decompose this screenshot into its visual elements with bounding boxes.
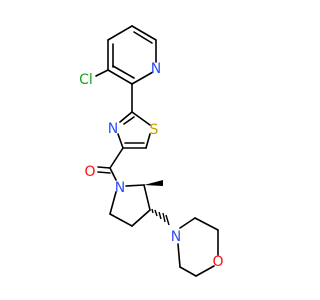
thiazole-ring — [109, 111, 151, 169]
bond — [131, 25, 157, 41]
bond — [131, 111, 151, 126]
bond — [107, 69, 133, 85]
chlorine-atom-label: Cl — [79, 72, 93, 88]
pyrrolidine-ring — [109, 184, 151, 227]
pyridine-nitrogen-label: N — [151, 61, 161, 77]
bond — [107, 25, 133, 41]
bond-to-carbonyl — [109, 147, 124, 169]
bond — [109, 191, 117, 215]
bond — [109, 213, 133, 227]
thiazole-sulfur-label: S — [150, 122, 159, 138]
bond-c-n — [109, 167, 117, 181]
morpholine-nitrogen-label: N — [171, 229, 181, 245]
bond — [117, 133, 124, 149]
pyridine-ring — [95, 25, 157, 113]
bond — [194, 217, 219, 231]
bond — [131, 209, 151, 227]
methyl-wedge-bond — [144, 180, 163, 186]
bond-c-o — [97, 166, 111, 169]
bond-double — [133, 31, 153, 44]
bond — [143, 184, 151, 211]
bond-double — [112, 65, 135, 79]
hashed-wedge-bond — [151, 208, 170, 226]
bond — [179, 217, 196, 229]
carbonyl-oxygen-label: O — [84, 164, 95, 180]
bond — [145, 133, 151, 149]
thiazole-nitrogen-label: N — [108, 121, 118, 137]
bond-c-cl — [95, 69, 109, 77]
bond — [125, 184, 145, 187]
bond — [177, 243, 181, 268]
bond — [131, 71, 154, 85]
morpholine-oxygen-label: O — [212, 254, 223, 270]
bond — [119, 111, 133, 123]
bond-double — [123, 116, 135, 125]
structure-canvas: Cl N N S O N N O — [79, 25, 224, 277]
carbonyl-group — [97, 166, 117, 181]
pyrrolidine-nitrogen-label: N — [115, 180, 125, 196]
molecule-structure: Cl N N S O N N O — [79, 25, 224, 277]
bond — [195, 265, 215, 277]
bond-c-o-double — [97, 171, 111, 174]
morpholine-ring — [177, 217, 219, 277]
bond — [179, 266, 197, 277]
